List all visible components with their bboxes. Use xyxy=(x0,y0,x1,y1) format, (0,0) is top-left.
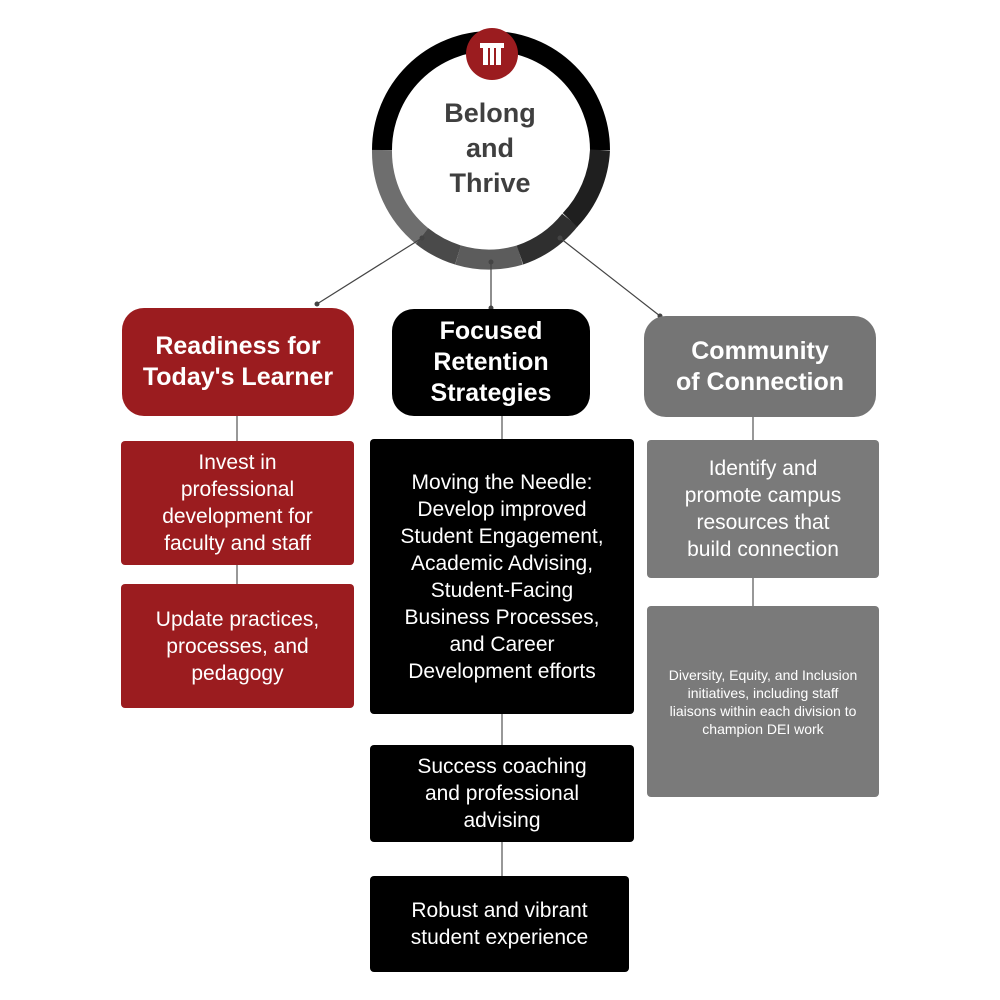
middle-column-header: Focused Retention Strategies xyxy=(392,309,590,416)
left-column-header: Readiness for Today's Learner xyxy=(122,308,354,416)
left-item-update-practices: Update practices, processes, and pedagog… xyxy=(121,584,354,708)
left-item-professional-development: Invest in professional development for f… xyxy=(121,441,354,565)
right-item-campus-resources: Identify and promote campus resources th… xyxy=(647,440,879,578)
right-item-dei-initiatives: Diversity, Equity, and Inclusion initiat… xyxy=(647,606,879,797)
center-title: Belong and Thrive xyxy=(444,98,536,198)
university-monogram-icon xyxy=(466,28,518,80)
middle-item-student-experience: Robust and vibrant student experience xyxy=(370,876,629,972)
middle-item-moving-the-needle: Moving the Needle: Develop improved Stud… xyxy=(370,439,634,714)
middle-item-success-coaching: Success coaching and professional advisi… xyxy=(370,745,634,842)
right-column-header: Community of Connection xyxy=(644,316,876,417)
